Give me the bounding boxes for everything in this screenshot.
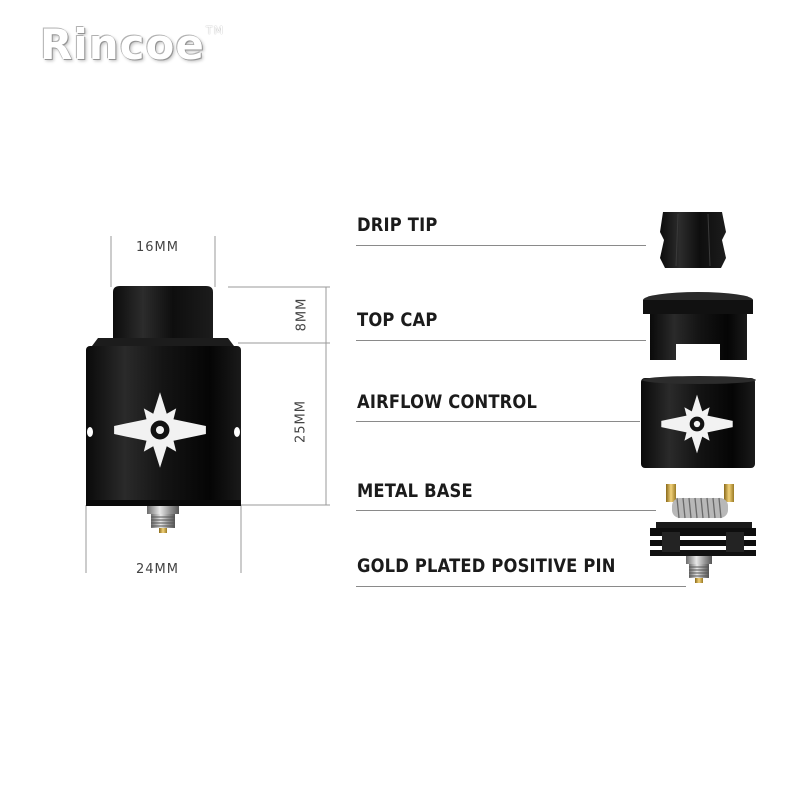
- rule-drip-tip: [356, 245, 646, 246]
- dim-label-body-height: 25MM: [293, 400, 309, 443]
- brand-logo: RincoeTM: [40, 20, 224, 69]
- label-positive-pin: GOLD PLATED POSITIVE PIN: [357, 555, 616, 577]
- label-top-cap: TOP CAP: [357, 309, 438, 331]
- brand-name: Rincoe: [40, 20, 205, 69]
- dim-label-body-width: 24MM: [136, 562, 179, 577]
- rule-top-cap: [356, 340, 646, 341]
- rule-airflow-control: [356, 421, 640, 422]
- deck-post-left: [666, 484, 676, 502]
- part-positive-pin: [686, 556, 712, 583]
- gold-pin: [695, 578, 703, 583]
- coil-wraps: [676, 497, 722, 519]
- label-airflow-control: AIRFLOW CONTROL: [357, 391, 538, 413]
- dim-label-tip-height: 8MM: [294, 297, 310, 332]
- assembled-pin-threads: [151, 516, 175, 527]
- assembled-gold-pin: [159, 528, 167, 533]
- part-top-cap-sleeve: [650, 314, 747, 360]
- airflow-hole-left: [87, 427, 93, 437]
- part-metal-base: [650, 484, 756, 556]
- label-drip-tip: DRIP TIP: [357, 214, 438, 236]
- assembled-atomizer: [85, 236, 330, 573]
- trademark-mark: TM: [205, 24, 225, 37]
- rule-metal-base: [356, 510, 656, 511]
- exploded-view: [641, 212, 756, 583]
- assembled-top-rim: [92, 338, 234, 346]
- rule-positive-pin: [356, 586, 686, 587]
- assembled-drip-tip: [113, 286, 213, 338]
- assembled-pin-collar: [147, 506, 179, 514]
- assembled-body-bottom: [86, 500, 241, 506]
- deck-post-right: [724, 484, 734, 502]
- part-top-cap-ring: [643, 300, 753, 314]
- part-drip-tip: [660, 212, 726, 268]
- dim-label-tip-width: 16MM: [136, 240, 179, 255]
- airflow-hole-right: [234, 427, 240, 437]
- label-metal-base: METAL BASE: [357, 480, 473, 502]
